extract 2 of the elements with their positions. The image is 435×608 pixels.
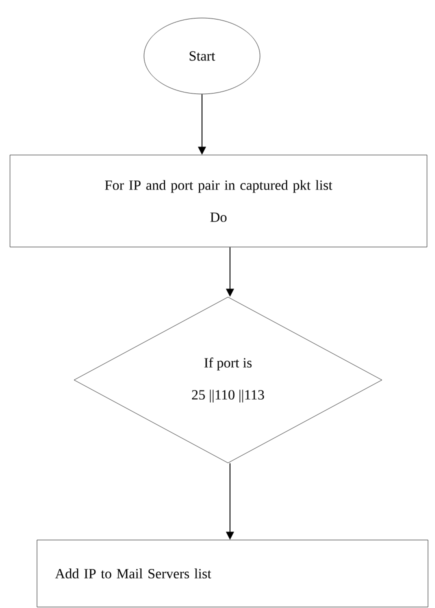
process-box: For IP and port pair in captured pkt list Do (10, 154, 428, 248)
process-box: Add IP to Mail Servers list (36, 540, 428, 608)
